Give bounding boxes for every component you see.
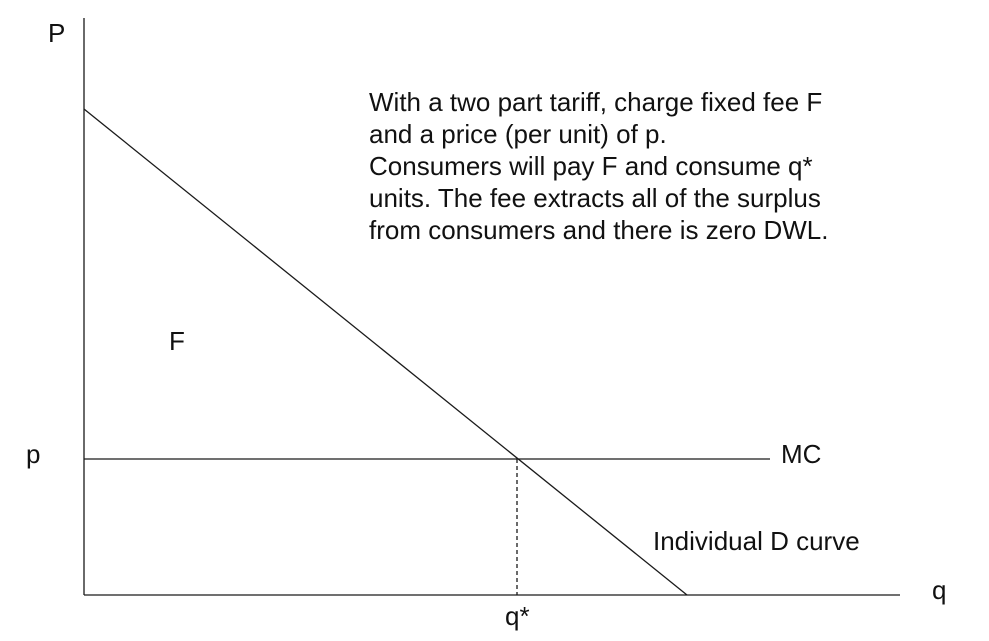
price-label: p xyxy=(26,439,41,469)
annotation-line: With a two part tariff, charge fixed fee… xyxy=(369,87,823,117)
annotation-text: With a two part tariff, charge fixed fee… xyxy=(369,86,929,246)
annotation-line: and a price (per unit) of p. xyxy=(369,119,667,149)
quantity-label: q* xyxy=(505,601,530,631)
mc-curve-label: MC xyxy=(781,439,822,469)
demand-curve-label: Individual D curve xyxy=(653,526,860,556)
annotation-line: units. The fee extracts all of the surpl… xyxy=(369,183,821,213)
x-axis-label: q xyxy=(932,575,947,605)
fee-area-label: F xyxy=(169,326,185,356)
y-axis-label: P xyxy=(48,18,66,48)
annotation-line: from consumers and there is zero DWL. xyxy=(369,215,829,245)
demand-curve-line xyxy=(83,108,688,596)
annotation-line: Consumers will pay F and consume q* xyxy=(369,151,813,181)
